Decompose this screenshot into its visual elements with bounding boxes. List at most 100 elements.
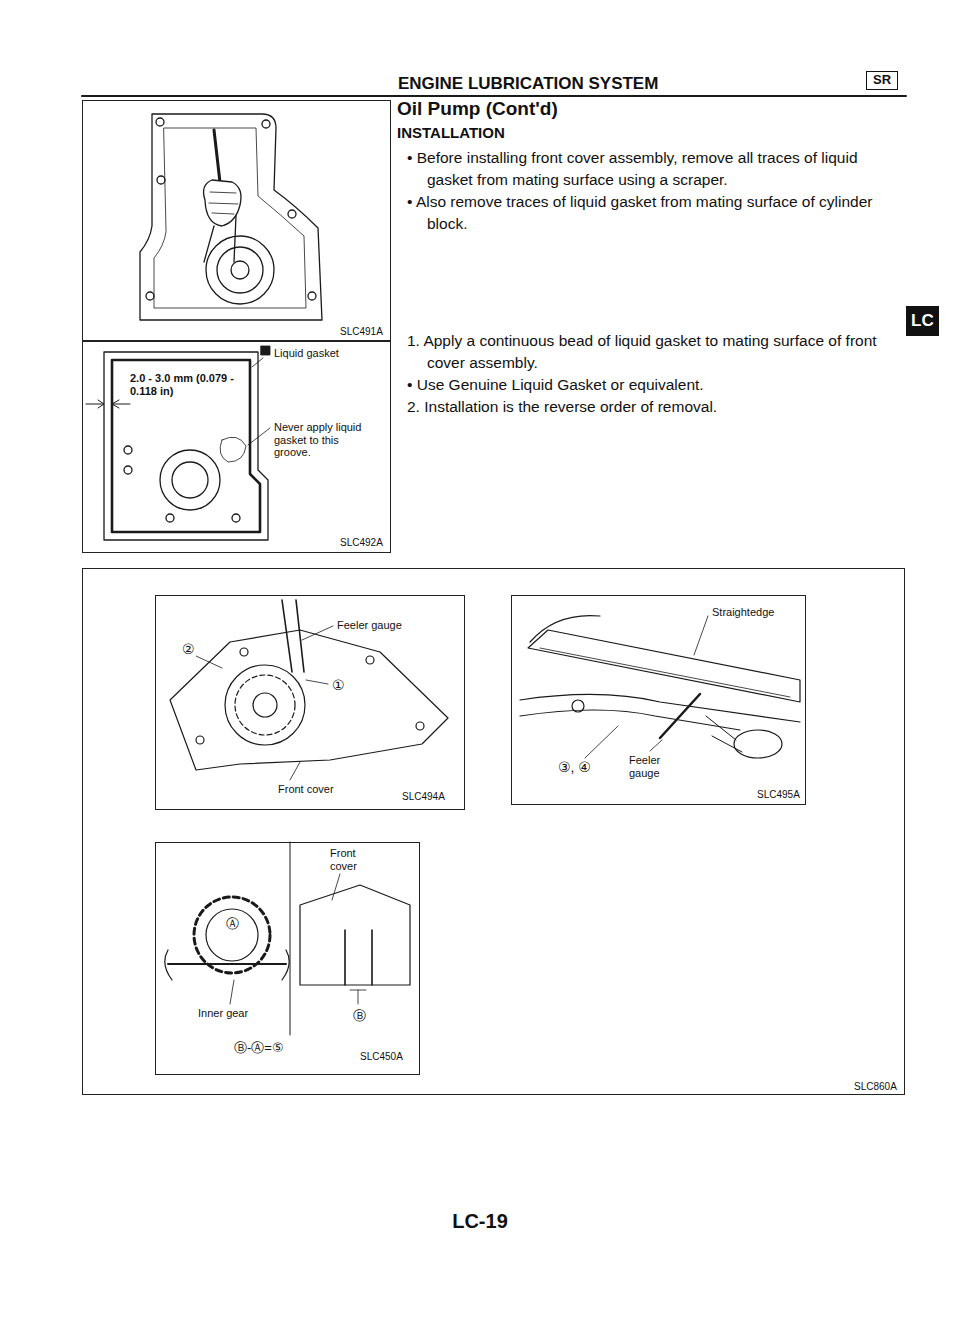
part-label: Front cover — [329, 847, 376, 872]
tool-label: Straightedge — [711, 606, 775, 619]
bullet-text: • Use Genuine Liquid Gasket or equivalen… — [407, 374, 907, 396]
note-label: Never apply liquid gasket to this groove… — [273, 421, 377, 459]
pump-clearance-figure-part — [235, 675, 295, 735]
part-label: Inner gear — [197, 1007, 249, 1020]
callout-number: ① — [331, 677, 346, 693]
front-cover-gasket-part — [220, 437, 246, 462]
figure-panel: SLC491A — [82, 100, 391, 341]
straightedge-figure-part — [660, 694, 700, 738]
pump-clearance-figure-part — [282, 600, 304, 672]
pump-clearance-figure-part — [170, 630, 448, 770]
front-cover-scraping-part — [140, 114, 322, 320]
dimension-label: 2.0 - 3.0 mm (0.079 - 0.118 in) — [129, 372, 241, 397]
part-label: Liquid gasket — [273, 347, 340, 360]
figure-code: SLC495A — [756, 789, 801, 801]
pump-clearance-figure-part — [253, 693, 277, 717]
figure-panel: Straightedge ③, ④ Feeler gaugeSLC495A — [511, 595, 806, 805]
section-code: SR — [873, 73, 891, 88]
straightedge-figure-part — [585, 616, 708, 758]
figure-panel: Feeler gauge ② ① Front coverSLC494A — [155, 595, 465, 810]
straightedge-figure-part — [572, 700, 584, 712]
front-cover-scraping — [140, 114, 322, 320]
gear-measurement-figure-part — [350, 990, 366, 1004]
front-cover-scraping-part — [156, 118, 164, 126]
header-rule — [82, 96, 906, 97]
front-cover-scraping-part — [206, 236, 274, 304]
front-cover-scraping-part — [231, 261, 249, 279]
gear-measurement-figure — [165, 842, 410, 1035]
figure-code: SLC492A — [339, 537, 384, 549]
front-cover-gasket-part — [86, 400, 104, 408]
front-cover-scraping-part — [288, 210, 296, 218]
front-cover-scraping-part — [262, 120, 270, 128]
figure-panel: Liquid gasket 2.0 - 3.0 mm (0.079 - 0.118… — [82, 341, 391, 553]
section-tab: LC — [906, 306, 939, 336]
figure-code: SLC450A — [359, 1051, 404, 1063]
callout-letter: Ⓑ — [352, 1009, 367, 1024]
figure-panel: Feeler gauge②①Front coverSLC494AStraight… — [82, 568, 905, 1095]
front-cover-scraping-part — [209, 192, 238, 214]
pump-clearance-figure-part — [366, 656, 374, 664]
part-label: Front cover — [277, 783, 335, 796]
pump-clearance-figure — [170, 600, 448, 780]
front-cover-gasket-part — [232, 514, 240, 522]
tool-label: Feeler gauge — [336, 619, 403, 632]
front-cover-gasket-part — [112, 400, 130, 408]
gear-measurement-figure-part — [332, 874, 340, 900]
front-cover-gasket-part — [112, 360, 260, 532]
front-cover-gasket-part — [261, 346, 270, 355]
section-tab-label: LC — [911, 311, 934, 331]
gear-measurement-figure-part — [230, 980, 234, 1004]
pump-clearance-figure-part — [416, 722, 424, 730]
figure-code: SLC494A — [401, 791, 446, 803]
front-cover-gasket-part — [124, 466, 132, 474]
pump-clearance-figure-part — [196, 736, 204, 744]
front-cover-gasket-part — [160, 450, 220, 510]
front-cover-gasket-part — [104, 352, 268, 540]
formula-label: Ⓑ-Ⓐ=⑤ — [233, 1041, 285, 1056]
front-cover-gasket-part — [166, 514, 174, 522]
tool-label: Feeler gauge — [628, 754, 680, 779]
step-text: 2. Installation is the reverse order of … — [407, 396, 907, 418]
straightedge-figure-part — [706, 716, 742, 752]
front-cover-gasket-part — [248, 428, 270, 445]
gear-measurement-figure-part — [165, 950, 289, 980]
page-heading: ENGINE LUBRICATION SYSTEM — [398, 74, 658, 94]
illustration-layer-part — [82, 96, 906, 1035]
front-cover-scraping-part — [204, 216, 236, 262]
straightedge-figure — [520, 616, 800, 758]
front-cover-scraping-part — [308, 292, 316, 300]
straightedge-figure-part — [540, 648, 790, 697]
gear-measurement-figure-part — [345, 930, 372, 985]
straightedge-figure-part — [520, 616, 800, 730]
gear-measurement-figure-part — [194, 897, 270, 973]
gear-measurement-figure-part — [168, 963, 286, 965]
section-heading: Oil Pump (Cont'd) — [397, 98, 558, 120]
page-number: LC-19 — [380, 1210, 580, 1233]
gear-measurement-figure-part — [290, 842, 291, 1035]
front-cover-gasket-part — [252, 358, 263, 367]
bullet-text: • Before installing front cover assembly… — [407, 147, 907, 191]
figure-panel: Front coverInner gear Ⓐ Ⓑ Ⓑ-Ⓐ=⑤ SLC450A — [155, 842, 420, 1075]
front-cover-scraping-part — [154, 128, 306, 308]
front-cover-gasket-part — [124, 446, 132, 454]
bullet-text: • Also remove traces of liquid gasket fr… — [407, 191, 907, 235]
header-rule-part — [82, 95, 906, 97]
callout-number: ② — [181, 641, 196, 657]
pump-clearance-figure-part — [225, 665, 305, 745]
figure-code: SLC491A — [339, 326, 384, 338]
front-cover-scraping-part — [146, 292, 154, 300]
pump-clearance-figure-part — [240, 648, 248, 656]
pump-clearance-figure-part — [196, 626, 333, 780]
figure-code: SLC860A — [853, 1081, 898, 1093]
callout-letter: Ⓐ — [225, 917, 240, 932]
gear-measurement-figure-part — [206, 909, 258, 961]
straightedge-figure-part — [528, 630, 800, 702]
callout-number: ③, ④ — [557, 759, 592, 775]
front-cover-scraping-part — [217, 247, 263, 293]
front-cover-scraping-part — [157, 176, 165, 184]
section-badge: SR — [866, 71, 898, 90]
straightedge-figure-part — [734, 730, 782, 758]
